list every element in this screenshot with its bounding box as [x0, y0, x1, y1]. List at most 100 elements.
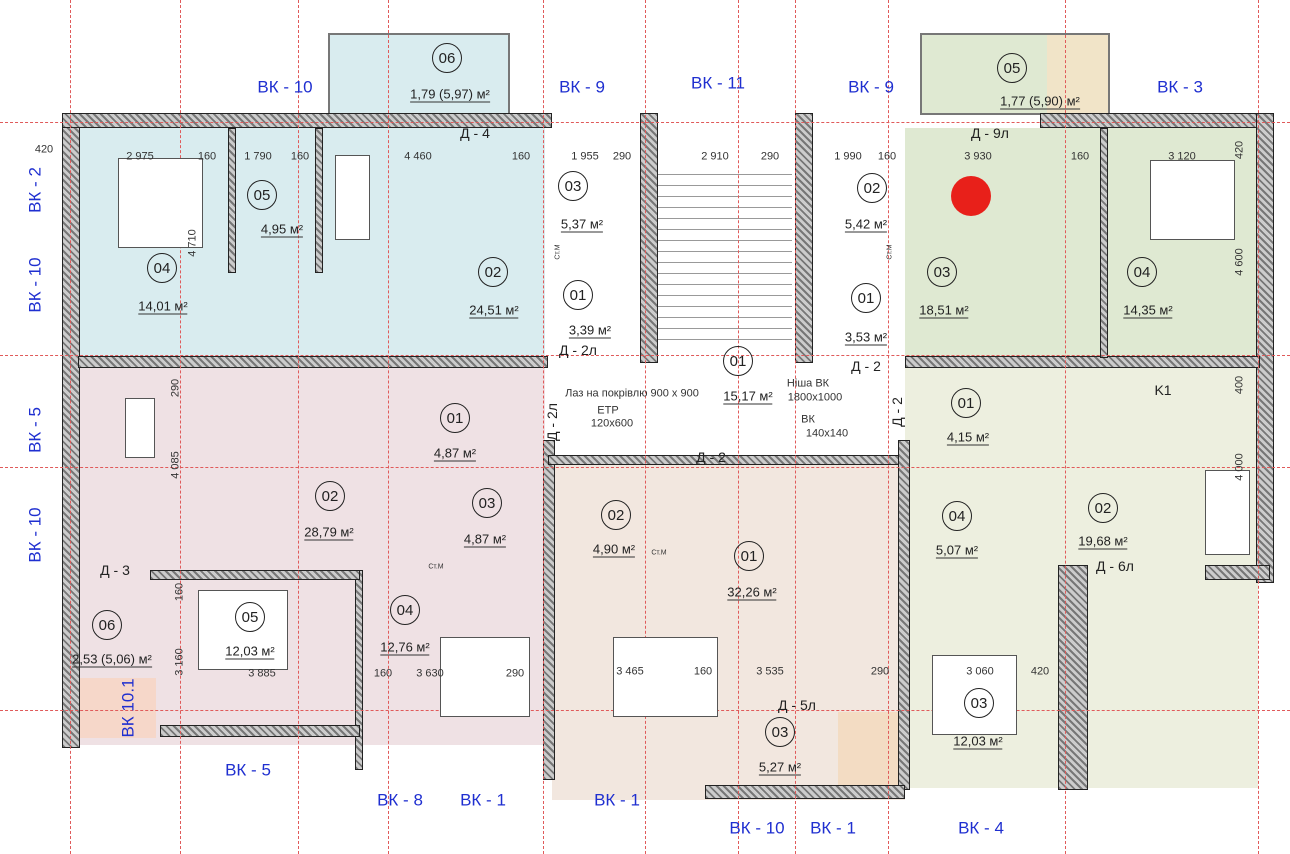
dimension: 4 600: [1233, 248, 1246, 276]
dimension: 420: [34, 143, 54, 156]
axis-label: ВК - 9: [559, 77, 605, 97]
room-area: 12,76 м²: [380, 639, 430, 656]
axis-label: ВК - 10: [25, 507, 45, 563]
niche-note: Ніша ВК: [786, 377, 830, 390]
vk-note: ВК: [801, 413, 815, 426]
meter-label: Ст.М: [651, 549, 667, 557]
axis-label: ВК - 10: [257, 77, 313, 97]
wall: [705, 785, 905, 799]
bed: [1150, 160, 1235, 240]
room-area: 5,42 м²: [844, 216, 888, 233]
vk-size: 140x140: [805, 427, 849, 440]
dimension: 290: [870, 665, 890, 678]
balcony-b-storage: [1047, 35, 1108, 113]
etr-note: ЕТР: [597, 404, 619, 417]
dimension: 160: [173, 582, 186, 602]
wall: [898, 440, 910, 790]
door-label: Д - 9л: [971, 125, 1009, 141]
wall: [228, 128, 236, 273]
room-number: 04: [1127, 257, 1157, 287]
room-number: 01: [951, 388, 981, 418]
sofa: [1205, 470, 1250, 555]
axis-label: ВК - 1: [594, 790, 640, 810]
meter-label: Ст.М: [886, 244, 894, 260]
grid-line: [298, 0, 299, 854]
dimension: 160: [693, 665, 713, 678]
location-marker[interactable]: [951, 176, 991, 216]
room-number: 03: [765, 717, 795, 747]
wall: [905, 356, 1260, 368]
room-number: 02: [315, 481, 345, 511]
dimension: 160: [373, 667, 393, 680]
dimension: 3 885: [248, 667, 276, 680]
bed: [118, 158, 203, 248]
wall: [1058, 565, 1088, 790]
room-number: 03: [927, 257, 957, 287]
grid-line: [795, 0, 796, 854]
balcony-a-06: [328, 33, 510, 115]
wall: [160, 725, 360, 737]
axis-label: ВК - 2: [25, 167, 45, 213]
room-area: 4,90 м²: [592, 541, 636, 558]
dimension: 420: [1030, 665, 1050, 678]
grid-line: [1065, 0, 1066, 854]
door-label: Д - 2л: [544, 403, 560, 441]
door-label: Д - 2: [889, 397, 905, 427]
door-label: Д - 5л: [778, 697, 816, 713]
room-number: 01: [563, 280, 593, 310]
wall: [355, 570, 363, 770]
room-number: 05: [997, 53, 1027, 83]
axis-label: ВК - 11: [691, 73, 745, 93]
room-area: 14,35 м²: [1123, 302, 1173, 319]
room-area: 12,03 м²: [225, 643, 275, 660]
door-label: Д - 2: [851, 358, 881, 374]
wall: [1040, 113, 1270, 128]
room-number: 03: [558, 171, 588, 201]
dimension: 160: [1070, 150, 1090, 163]
door-label: Д - 2: [696, 449, 726, 465]
dimension: 3 120: [1168, 150, 1196, 163]
room-area: 3,53 м²: [844, 329, 888, 346]
wall: [1205, 565, 1270, 580]
room-area: 4,87 м²: [463, 531, 507, 548]
axis-label: ВК - 4: [958, 818, 1004, 838]
dimension: 290: [505, 667, 525, 680]
wall: [543, 440, 555, 780]
room-number: 03: [964, 688, 994, 718]
dimension: 4 000: [1233, 453, 1246, 481]
room-area: 3,39 м²: [568, 322, 612, 339]
dimension: 160: [511, 150, 531, 163]
wall: [78, 356, 548, 368]
room-area: 14,01 м²: [138, 298, 188, 315]
room-area: 19,68 м²: [1078, 533, 1128, 550]
room-area: 24,51 м²: [469, 302, 519, 319]
dimension: 2 910: [701, 150, 729, 163]
room-number: 04: [390, 595, 420, 625]
dimension: 290: [760, 150, 780, 163]
meter-label: Ст.М: [554, 244, 562, 260]
room-area: 2,53 (5,06) м²: [72, 651, 152, 668]
room-number: 05: [247, 180, 277, 210]
room-number: 03: [472, 488, 502, 518]
balcony-c-storage: [80, 678, 156, 738]
dimension: 1 990: [834, 150, 862, 163]
dimension: 3 630: [416, 667, 444, 680]
axis-label: ВК - 9: [848, 77, 894, 97]
meter-label: Ст.М: [428, 563, 444, 571]
room-number: 02: [857, 173, 887, 203]
grid-line: [543, 0, 544, 854]
dimension: 160: [290, 150, 310, 163]
axis-label: ВК - 5: [225, 760, 271, 780]
wall: [548, 455, 908, 465]
room-area: 5,27 м²: [758, 759, 802, 776]
room-number: 02: [1088, 493, 1118, 523]
dimension: 400: [1233, 375, 1246, 395]
room-area: 4,15 м²: [946, 429, 990, 446]
room-number: 02: [478, 257, 508, 287]
axis-label: ВК - 3: [1157, 77, 1203, 97]
room-number: 01: [851, 283, 881, 313]
room-number: 06: [92, 610, 122, 640]
door-label: Д - 4: [460, 125, 490, 141]
wall: [315, 128, 323, 273]
room-area: 1,79 (5,97) м²: [410, 86, 490, 103]
